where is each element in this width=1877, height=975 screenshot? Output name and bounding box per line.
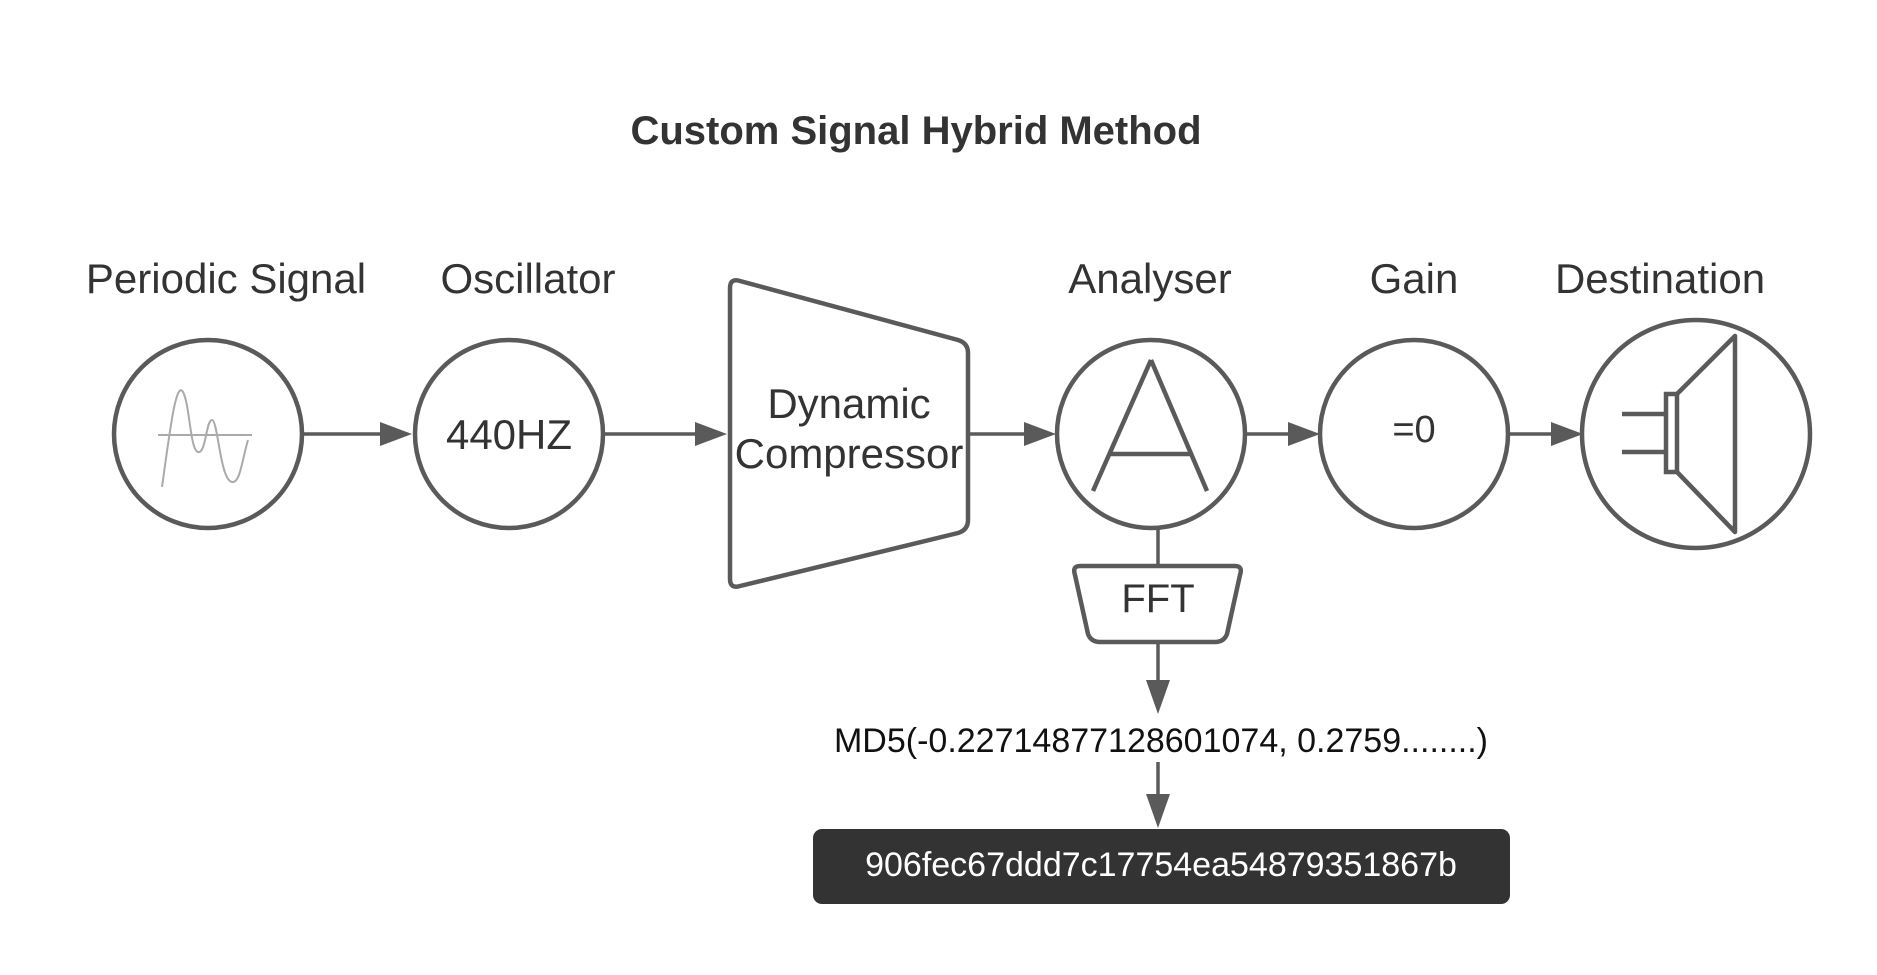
destination-label: Destination [1555, 255, 1765, 302]
speaker-icon [1622, 333, 1738, 535]
compressor-label-line2: Compressor [735, 430, 964, 477]
connector-gain-to-destination [1508, 422, 1583, 446]
hash-result-box: 906fec67ddd7c17754ea54879351867b [813, 829, 1510, 904]
periodic-signal-label: Periodic Signal [86, 255, 366, 302]
diagram-title: Custom Signal Hybrid Method [630, 109, 1201, 153]
oscillator-frequency: 440HZ [446, 411, 572, 458]
periodic-signal-node [111, 337, 305, 531]
gain-node: =0 [1317, 337, 1511, 531]
md5-expression: MD5(-0.22714877128601074, 0.2759........… [834, 722, 1488, 760]
connector-analyser-to-gain [1245, 422, 1320, 446]
connector-md5-to-hash [1146, 762, 1170, 828]
letter-a-icon [1090, 359, 1210, 492]
fft-label: FFT [1121, 577, 1194, 621]
hash-result-text: 906fec67ddd7c17754ea54879351867b [865, 846, 1457, 884]
destination-node [1579, 317, 1813, 551]
dynamic-compressor-node: Dynamic Compressor [727, 278, 971, 589]
analyser-node [1054, 337, 1248, 531]
connector-fft-to-md5 [1146, 642, 1170, 714]
analyser-label: Analyser [1068, 255, 1231, 302]
gain-label: Gain [1370, 255, 1459, 302]
oscillator-label: Oscillator [440, 255, 615, 302]
gain-value: =0 [1392, 409, 1435, 451]
connector-compressor-to-analyser [968, 422, 1056, 446]
connector-oscillator-to-compressor [605, 422, 727, 446]
sine-wave-icon [158, 389, 252, 488]
oscillator-node: 440HZ [412, 337, 606, 531]
fft-node: FFT [1071, 563, 1244, 645]
compressor-label-line1: Dynamic [767, 380, 930, 427]
connector-signal-to-oscillator [303, 422, 412, 446]
